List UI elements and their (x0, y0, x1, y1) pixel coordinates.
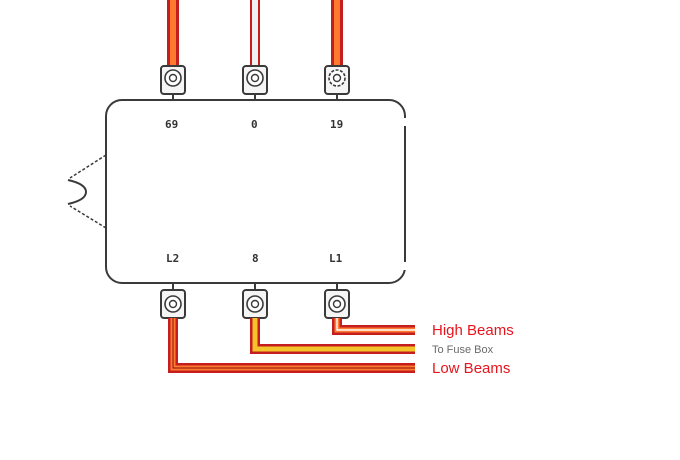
terminal-label-bottom-3: L1 (329, 252, 343, 265)
mounting-tab (67, 154, 107, 229)
terminal-top-1 (160, 65, 186, 100)
terminal-top-3 (324, 65, 350, 100)
terminal-label-top-3: 19 (330, 118, 343, 131)
label-to-fuse-box: To Fuse Box (432, 344, 494, 356)
wire-low-beams (168, 318, 415, 373)
label-low-beams: Low Beams (432, 360, 511, 377)
label-high-beams: High Beams (432, 322, 514, 339)
terminal-bottom-3 (324, 283, 350, 319)
terminal-label-top-1: 69 (165, 118, 178, 131)
terminal-label-bottom-1: L2 (166, 252, 179, 265)
top-wire-middle (250, 0, 260, 66)
wire-high-beams (332, 318, 415, 335)
terminal-top-2 (242, 65, 268, 100)
wire-to-fuse-box (250, 318, 415, 354)
terminal-bottom-1 (160, 283, 186, 319)
terminal-bottom-2 (242, 283, 268, 319)
terminal-label-top-2: 0 (251, 118, 258, 131)
top-wire-right (331, 0, 343, 66)
top-wire-left (167, 0, 179, 66)
terminal-label-bottom-2: 8 (252, 252, 259, 265)
